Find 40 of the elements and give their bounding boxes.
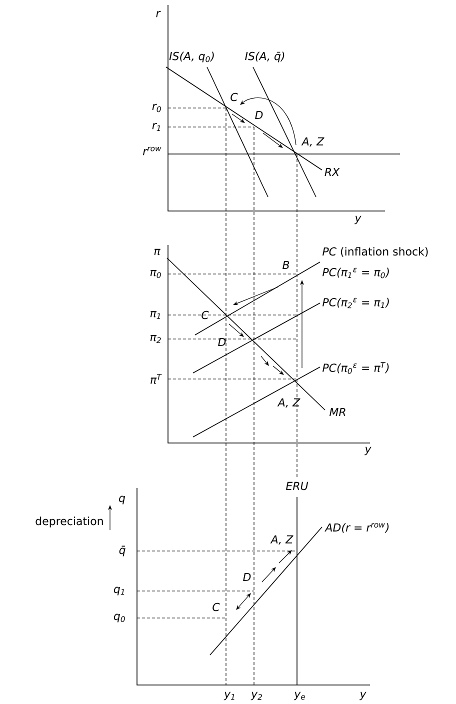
point-label: D	[255, 111, 263, 119]
point-label: C	[202, 310, 209, 320]
tick-label: q̄	[119, 546, 126, 556]
axis-label: y	[364, 446, 372, 456]
point-label: B	[282, 261, 290, 270]
tick-label: y$_{2}$	[250, 692, 262, 700]
point-label: D	[218, 338, 226, 346]
tick-label: π$_{2}$	[150, 335, 161, 343]
tick-label: π$_{1}$	[150, 311, 160, 319]
curve-label: ERU	[286, 482, 308, 490]
axis-label: y	[359, 692, 366, 700]
tick-label: π$_{0}$	[150, 270, 161, 278]
axis-label: y	[354, 216, 362, 224]
tick-label: q$_{1}$	[114, 586, 124, 596]
point-label: C	[212, 602, 220, 612]
tick-label: y$_{1}$	[224, 692, 234, 700]
point-label: A, Z	[270, 535, 294, 545]
curve-label: PC (inflation shock)	[322, 247, 428, 257]
curve-label: AD(r = r$^{row}$)	[324, 523, 389, 533]
curve-label: PC(π$_{2}$$^{ε}$ = π$_{1}$)	[322, 298, 389, 308]
axis-label: r	[156, 10, 161, 18]
tick-label: r$_{0}$	[152, 104, 161, 112]
tick-label: π$^{T}$	[150, 374, 162, 384]
point-label: A, Z	[277, 398, 300, 408]
curve-label: IS(A, q$_{0}$)	[169, 52, 214, 62]
tick-label: q$_{0}$	[114, 614, 125, 622]
curve-label: PC(π$_{1}$$^{ε}$ = π$_{0}$)	[322, 268, 389, 278]
point-label: D	[243, 573, 251, 582]
tick-label: y$_{e}$	[294, 692, 306, 700]
curve-label: PC(π$_{0}$$^{ε}$ = π$^{T}$)	[322, 362, 389, 374]
axis-label: π	[154, 248, 160, 256]
point-label: C	[230, 92, 238, 102]
curve-label: IS(A, q̄)	[245, 52, 284, 62]
point-label: A, Z	[301, 137, 324, 147]
tick-label: r$_{1}$	[152, 123, 160, 131]
axis-label: q	[119, 496, 126, 504]
curve-label: RX	[324, 168, 340, 176]
axis-label: depreciation	[36, 516, 103, 528]
tick-label: r$^{row}$	[143, 146, 162, 156]
curve-label: MR	[330, 408, 346, 416]
